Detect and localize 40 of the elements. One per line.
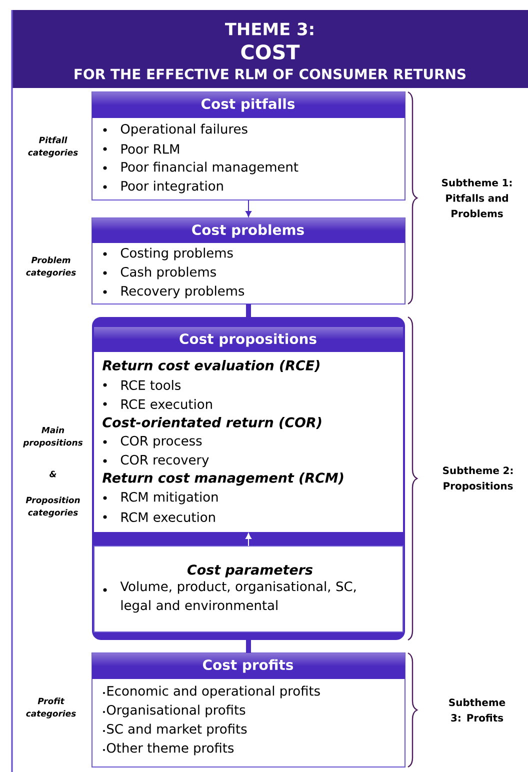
list-item: Cash problems — [120, 266, 216, 280]
side-label: Problem categories — [26, 256, 76, 278]
title-text: COST — [241, 44, 300, 60]
list-item: Recovery problems — [121, 286, 244, 298]
box-heading: Cost problems — [192, 224, 304, 238]
list-item: RCE execution — [121, 399, 212, 410]
list-item: Organisational profits — [106, 704, 246, 718]
subtitle-text: FOR THE EFFECTIVE RLM OF CONSUMER RETURNS — [74, 68, 466, 80]
connector-arrow — [246, 533, 252, 546]
list-item: Economic and operational profits — [107, 686, 320, 698]
group-heading: Return cost management (RCM) — [102, 472, 344, 486]
side-label: & — [50, 470, 56, 478]
side-label: Proposition categories — [26, 496, 80, 518]
box-heading: Cost propositions — [180, 333, 316, 347]
subtheme-label: Subtheme 2: Propositions — [443, 466, 513, 492]
box-heading: Cost pitfalls — [201, 98, 295, 112]
list-item: Poor RLM — [121, 144, 179, 154]
side-label: Profit categories — [26, 698, 76, 718]
box-heading: Cost profits — [203, 659, 294, 673]
list-item: COR process — [120, 436, 202, 448]
connector-arrow — [246, 200, 252, 217]
list-item: COR recovery — [120, 454, 209, 468]
group-heading: Cost-orientated return (COR) — [102, 417, 322, 429]
subtheme-label: Subtheme 1: Pitfalls and Problems — [442, 178, 512, 218]
title-text: THEME 3: — [225, 22, 314, 36]
list-item: Other theme profits — [106, 742, 234, 756]
side-label: Main propositions — [23, 426, 83, 448]
list-item: RCM mitigation — [121, 492, 218, 504]
subtheme-label: Subtheme 3: Profits — [449, 698, 506, 722]
list-item: Operational failures — [120, 124, 248, 136]
list-item: Poor integration — [121, 180, 223, 194]
side-label: Pitfall categories — [28, 136, 78, 158]
list-item: RCM execution — [121, 512, 215, 522]
group-heading: Cost parameters — [188, 564, 312, 578]
list-item: Volume, product, organisational, SC, legal and environmental — [120, 581, 356, 613]
list-item: Poor financial management — [121, 162, 298, 174]
group-heading: Return cost evaluation (RCE) — [102, 360, 320, 372]
list-item: Costing problems — [120, 248, 233, 260]
list-item: RCE tools — [121, 380, 181, 390]
list-item: SC and market profits — [107, 724, 247, 736]
